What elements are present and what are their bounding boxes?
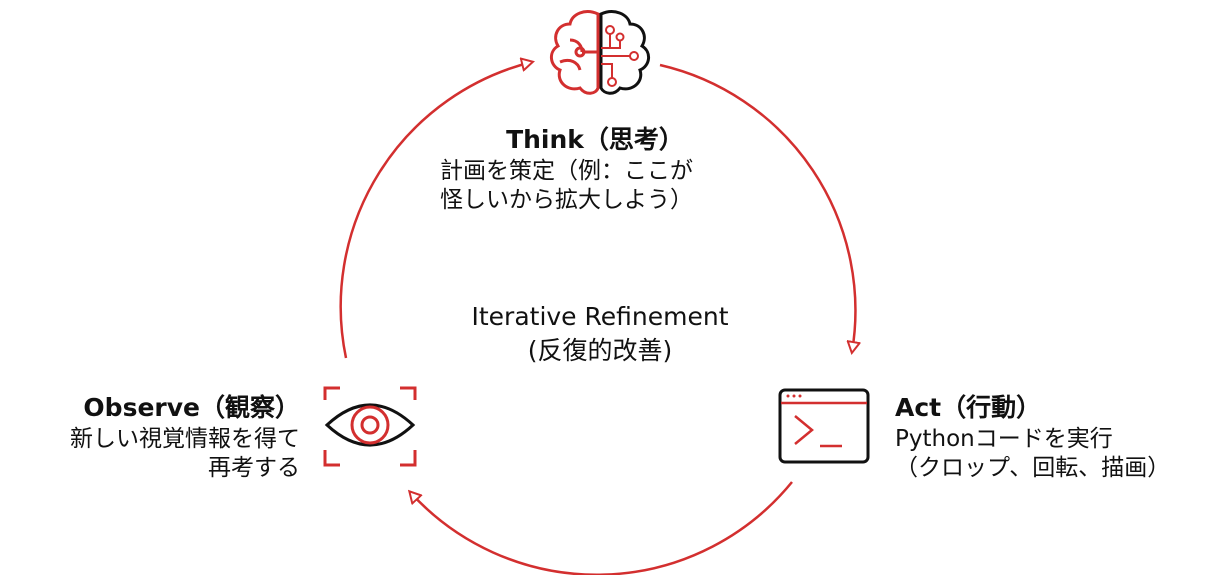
terminal-icon bbox=[778, 388, 870, 464]
arrow-think-to-act bbox=[659, 63, 855, 352]
think-label: Think（思考） 計画を策定（例：ここが 怪しいから拡大しよう） bbox=[440, 124, 750, 216]
brain-circuit-icon bbox=[550, 10, 650, 95]
act-desc-line2: （クロップ、回転、描画） bbox=[895, 455, 1171, 482]
think-title: Think（思考） bbox=[506, 125, 684, 154]
center-subtitle: (反復的改善) bbox=[527, 335, 673, 365]
think-desc-line2: 怪しいから拡大しよう） bbox=[440, 187, 693, 214]
arrow-observe-to-think bbox=[339, 62, 532, 359]
think-desc-line1: 計画を策定（例：ここが bbox=[440, 157, 693, 184]
act-title: Act（行動） bbox=[895, 393, 1042, 422]
act-desc-line1: Pythonコードを実行 bbox=[895, 425, 1113, 452]
act-label: Act（行動） Pythonコードを実行 （クロップ、回転、描画） bbox=[895, 392, 1170, 484]
center-label: Iterative Refinement (反復的改善) bbox=[400, 300, 800, 368]
observe-desc-line1: 新しい視覚情報を得て bbox=[70, 425, 300, 452]
center-title: Iterative Refinement bbox=[471, 302, 729, 331]
eye-scan-icon bbox=[323, 386, 417, 467]
observe-desc-line2: 再考する bbox=[208, 455, 300, 482]
arrow-act-to-observe bbox=[410, 481, 793, 575]
observe-label: Observe（観察） 新しい視覚情報を得て 再考する bbox=[70, 392, 300, 484]
observe-title: Observe（観察） bbox=[83, 393, 300, 422]
